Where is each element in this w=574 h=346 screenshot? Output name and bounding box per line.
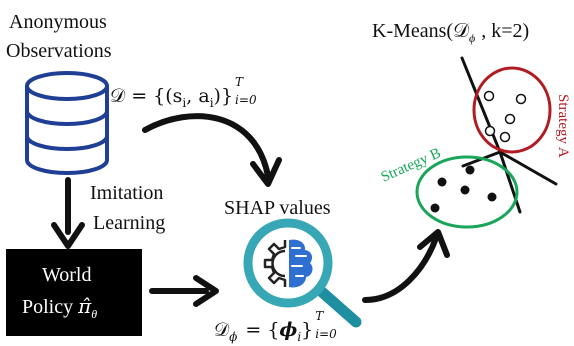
arrow-policy-to-shap <box>149 275 219 307</box>
shap-label: SHAP values <box>224 197 331 219</box>
source-label-line1: Anonymous <box>9 11 107 33</box>
database-icon <box>25 71 109 175</box>
cluster-a <box>472 66 552 154</box>
source-label-line2: Observations <box>6 40 112 62</box>
brain-icon <box>289 239 313 288</box>
world-policy-box <box>6 249 142 336</box>
imitation-label-line1: Imitation <box>90 182 164 204</box>
magnifier-icon <box>243 218 362 328</box>
imitation-label-line2: Learning <box>93 212 166 234</box>
gear-icon <box>263 240 287 287</box>
policy-label-line2: Policy π̂θ <box>22 294 98 321</box>
kmeans-label: K-Means(𝒟ϕ, k=2) <box>372 20 530 45</box>
arrow-to-shap <box>142 113 282 187</box>
cluster-b <box>415 155 519 229</box>
arrow-imitation <box>51 177 85 249</box>
arrow-to-clusters <box>362 229 450 303</box>
policy-label-line1: World <box>42 264 92 286</box>
strategy-a-label: Strategy A <box>555 94 571 158</box>
